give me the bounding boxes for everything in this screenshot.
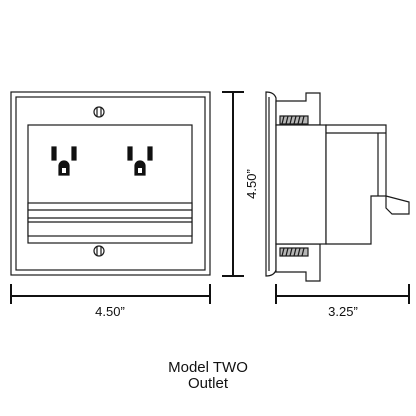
depth-dimension-line (275, 284, 410, 304)
height-label: 4.50” (244, 169, 259, 199)
bottom-screw-icon (93, 245, 105, 257)
recessed-box (27, 124, 193, 244)
recess-housing (275, 124, 327, 245)
rear-lip (385, 195, 410, 215)
width-label: 4.50” (95, 304, 125, 319)
left-receptacle-icon (51, 146, 77, 176)
front-view (10, 91, 211, 276)
top-screw-icon (93, 106, 105, 118)
side-faceplate (265, 91, 277, 277)
caption-subtitle: Outlet (188, 375, 229, 392)
top-thread-icon (279, 115, 309, 125)
rear-housing (325, 124, 387, 245)
bottom-thread-icon (279, 247, 309, 257)
faceplate-outer (10, 91, 211, 276)
right-receptacle-icon (127, 146, 153, 176)
cable-slot (27, 202, 193, 237)
caption-title: Model TWO (168, 359, 248, 376)
side-view (265, 91, 410, 282)
dimension-lines (10, 91, 410, 304)
depth-label: 3.25” (328, 304, 358, 319)
width-dimension-line (10, 284, 211, 304)
faceplate-bevel (15, 96, 206, 271)
height-dimension-line (222, 91, 244, 277)
